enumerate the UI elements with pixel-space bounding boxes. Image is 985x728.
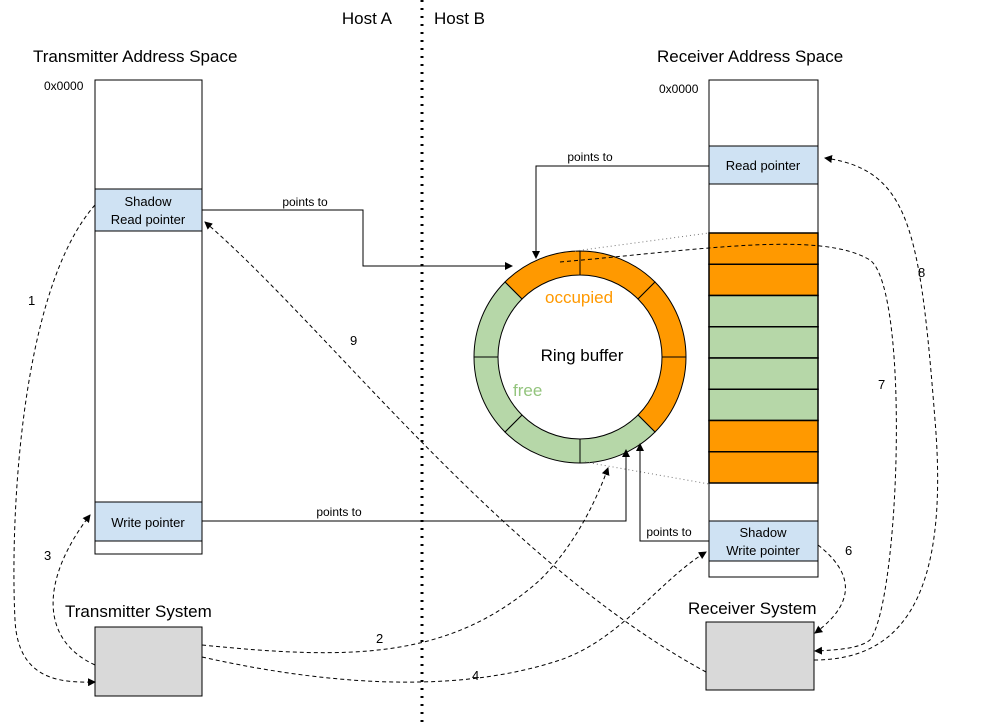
points-to-label-2: points to <box>567 150 613 164</box>
receiver-buffer-slots <box>708 232 819 484</box>
step-3-arrow <box>52 514 96 666</box>
free-label: free <box>513 381 542 400</box>
shadow-read-pointer-line1: Shadow <box>125 194 173 209</box>
shadow-write-pointer-line1: Shadow <box>740 525 788 540</box>
transmitter-memory <box>94 79 203 555</box>
zoom-line-bottom <box>584 461 710 485</box>
receiver-address: 0x0000 <box>659 82 699 96</box>
transmitter-system-label: Transmitter System <box>65 602 212 621</box>
zoom-line-top <box>574 232 710 252</box>
buffer-slot-occupied <box>708 419 819 453</box>
step-6-arrow <box>814 544 846 634</box>
step-7-arrow <box>559 243 897 655</box>
buffer-slot-occupied <box>708 263 819 297</box>
step-6-label: 6 <box>845 543 852 558</box>
step-1-label: 1 <box>28 293 35 308</box>
points-to-label-1: points to <box>282 195 328 209</box>
points-to-label-3: points to <box>316 505 362 519</box>
write-pointer <box>94 501 203 542</box>
step-2-label: 2 <box>376 631 383 646</box>
transmitter-address: 0x0000 <box>44 79 84 93</box>
buffer-slot-occupied <box>708 232 819 265</box>
transmitter-title: Transmitter Address Space <box>33 47 237 66</box>
receiver-system <box>705 621 815 691</box>
step-9-arrow <box>204 221 707 673</box>
step-9-label: 9 <box>350 333 357 348</box>
read-pointer-label: Read pointer <box>726 158 801 173</box>
write-points-to-arrow <box>202 449 630 522</box>
ring-segment-occupied <box>637 281 687 358</box>
step-3-label: 3 <box>44 548 51 563</box>
read-pointer <box>708 145 819 185</box>
read-points-to-arrow <box>532 165 709 259</box>
buffer-slot-free <box>708 294 819 328</box>
ring-segment-free <box>473 281 523 358</box>
host-a-label: Host A <box>342 9 393 28</box>
step-7-label: 7 <box>878 377 885 392</box>
shadow-write-pointer-line2: Write pointer <box>726 543 800 558</box>
transmitter-system <box>94 626 203 697</box>
step-1-arrow <box>13 204 96 687</box>
write-pointer-label: Write pointer <box>111 515 185 530</box>
host-b-label: Host B <box>434 9 485 28</box>
occupied-label: occupied <box>545 288 613 307</box>
ring-segment-free <box>504 414 581 464</box>
step-4-label: 4 <box>472 668 479 683</box>
shadow-read-points-to-arrow <box>202 209 513 270</box>
ring-buffer <box>473 250 687 464</box>
receiver-title: Receiver Address Space <box>657 47 843 66</box>
ring-segment-free <box>579 414 656 464</box>
shadow-write-points-to-arrow <box>636 443 709 542</box>
step-8-label: 8 <box>918 265 925 280</box>
shadow-read-pointer-line2: Read pointer <box>111 212 186 227</box>
shadow-write-pointer <box>708 520 819 562</box>
buffer-slot-free <box>708 357 819 390</box>
step-4-arrow <box>201 551 707 683</box>
receiver-system-label: Receiver System <box>688 599 816 618</box>
ring-buffer-label: Ring buffer <box>541 346 624 365</box>
step-2-arrow <box>201 467 610 654</box>
buffer-slot-free <box>708 388 819 422</box>
ring-segment-occupied <box>637 356 687 433</box>
buffer-slot-free <box>708 326 819 359</box>
points-to-label-4: points to <box>646 525 692 539</box>
buffer-slot-occupied <box>708 451 819 484</box>
shadow-read-pointer <box>94 188 203 232</box>
step-8-arrow <box>813 155 939 661</box>
